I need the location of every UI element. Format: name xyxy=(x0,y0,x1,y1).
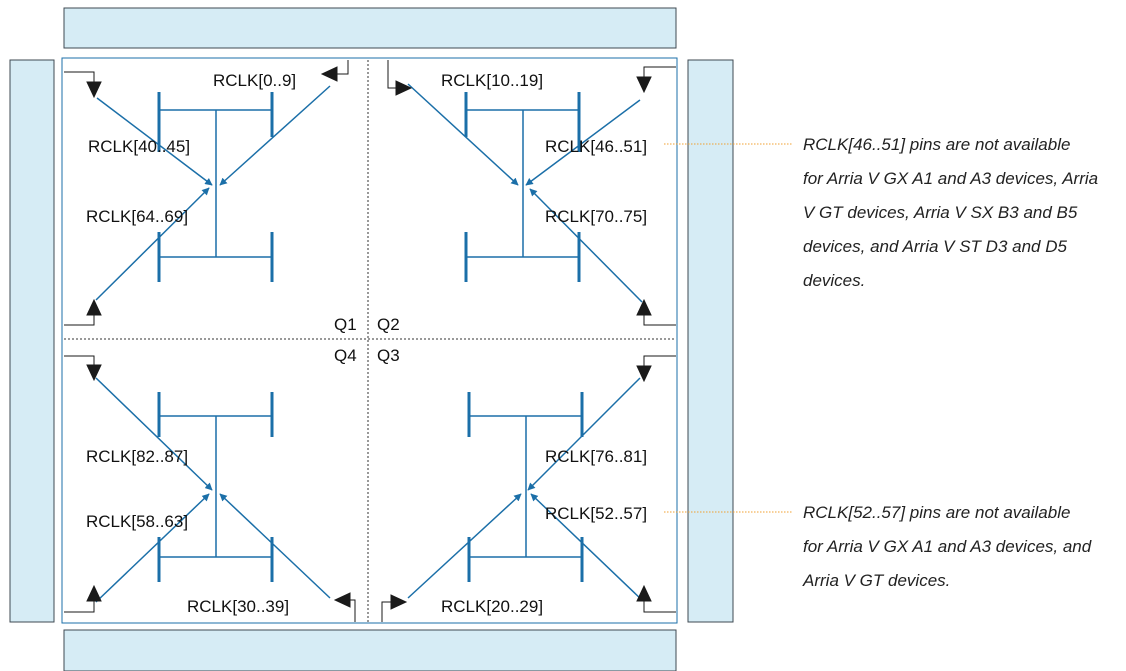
clock-tree-q4 xyxy=(157,392,274,582)
quadrant-label-q4: Q4 xyxy=(334,346,357,365)
pin-q4-left-bottom xyxy=(64,584,102,613)
core-outline xyxy=(61,57,678,624)
route-q4-br xyxy=(219,493,331,599)
pin-q2-top-left xyxy=(387,60,413,96)
io-bank-top xyxy=(63,7,677,49)
route-q1-bl xyxy=(95,187,210,301)
pin-q2-right-top xyxy=(636,66,676,94)
pin-q4-bottom-right xyxy=(333,592,356,622)
clock-pins xyxy=(64,60,676,622)
note-upper-line: V GT devices, Arria V SX B3 and B5 xyxy=(803,203,1078,222)
pin-q3-bottom-left xyxy=(381,594,408,622)
route-q3-br xyxy=(530,493,644,602)
label-rclk-q4-bottom: RCLK[30..39] xyxy=(187,597,289,616)
route-q3-bl xyxy=(407,493,522,599)
pin-q3-right-bottom xyxy=(636,584,676,613)
label-rclk-q1-upper: RCLK[40..45] xyxy=(88,137,190,156)
route-q4-bl xyxy=(95,493,210,603)
label-rclk-q4-lower: RCLK[58..63] xyxy=(86,512,188,531)
pin-q2-right-bottom xyxy=(636,298,676,326)
route-q1-tl xyxy=(96,97,213,186)
io-bank-bottom xyxy=(63,629,677,671)
note-upper-line: for Arria V GX A1 and A3 devices, Arria xyxy=(803,169,1098,188)
io-bank-right xyxy=(687,59,734,623)
pin-q1-top-right xyxy=(320,60,349,82)
route-q3-tr xyxy=(527,377,641,491)
label-rclk-q1-top: RCLK[0..9] xyxy=(213,71,296,90)
label-rclk-q4-upper: RCLK[82..87] xyxy=(86,447,188,466)
pin-q4-left-top xyxy=(64,355,102,382)
label-rclk-q3-bottom: RCLK[20..29] xyxy=(441,597,543,616)
route-q2-tr xyxy=(525,99,641,186)
pin-q1-left-bottom xyxy=(64,298,102,326)
label-rclk-q1-lower: RCLK[64..69] xyxy=(86,207,188,226)
note-upper: RCLK[46..51] pins are not available for … xyxy=(803,135,1103,290)
note-upper-line: RCLK[46..51] pins are not available xyxy=(803,135,1070,154)
label-rclk-q2-top: RCLK[10..19] xyxy=(441,71,543,90)
note-lower-line: Arria V GT devices. xyxy=(802,571,950,590)
pin-q3-right-top xyxy=(636,355,676,383)
label-rclk-q3-upper: RCLK[76..81] xyxy=(545,447,647,466)
clock-trees xyxy=(157,92,584,582)
note-lower: RCLK[52..57] pins are not available for … xyxy=(802,503,1096,590)
route-q1-tr xyxy=(219,85,331,186)
note-upper-line: devices, and Arria V ST D3 and D5 xyxy=(803,237,1067,256)
route-q2-br xyxy=(529,188,643,303)
note-lower-line: for Arria V GX A1 and A3 devices, and xyxy=(803,537,1092,556)
clock-routes xyxy=(95,83,644,603)
route-q4-tl xyxy=(95,377,213,491)
clock-tree-q2 xyxy=(464,92,581,282)
quadrant-label-q2: Q2 xyxy=(377,315,400,334)
io-bank-left xyxy=(9,59,55,623)
pin-q1-left-top xyxy=(64,71,102,99)
note-upper-line: devices. xyxy=(803,271,865,290)
quadrant-label-q3: Q3 xyxy=(377,346,400,365)
label-rclk-q3-lower: RCLK[52..57] xyxy=(545,504,647,523)
route-q2-tl xyxy=(407,83,519,186)
note-lower-line: RCLK[52..57] pins are not available xyxy=(803,503,1070,522)
clock-tree-q3 xyxy=(467,392,584,582)
label-rclk-q2-lower: RCLK[70..75] xyxy=(545,207,647,226)
clock-tree-q1 xyxy=(157,92,274,282)
quadrant-label-q1: Q1 xyxy=(334,315,357,334)
label-rclk-q2-upper: RCLK[46..51] xyxy=(545,137,647,156)
